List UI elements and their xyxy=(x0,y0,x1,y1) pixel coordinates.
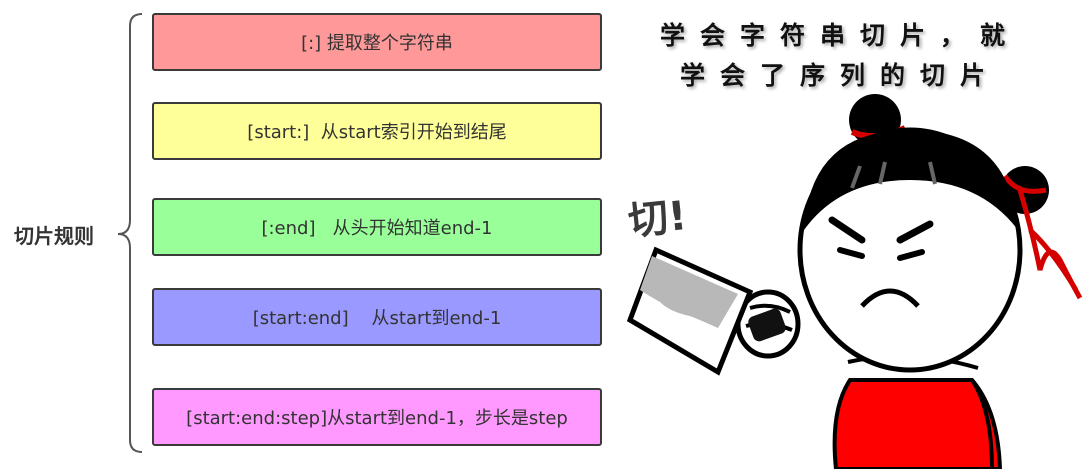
caption-line-2: 学会了序列的切片 xyxy=(679,61,1000,90)
rule-box-start-slice: [start:] 从start索引开始到结尾 xyxy=(152,102,602,160)
brace-connector xyxy=(117,13,143,453)
rule-box-full-slice: [:] 提取整个字符串 xyxy=(152,13,602,71)
rule-box-step-slice: [start:end:step]从start到end-1，步长是step xyxy=(152,388,602,446)
cartoon-girl-with-cleaver-illustration xyxy=(626,94,1083,469)
rule-box-end-slice: [:end] 从头开始知道end-1 xyxy=(152,198,602,256)
caption-line-1: 学会字符串切片，就 xyxy=(659,21,1020,50)
root-node-label: 切片规则 xyxy=(14,224,94,248)
rule-box-start-end-slice: [start:end] 从start到end-1 xyxy=(152,288,602,346)
